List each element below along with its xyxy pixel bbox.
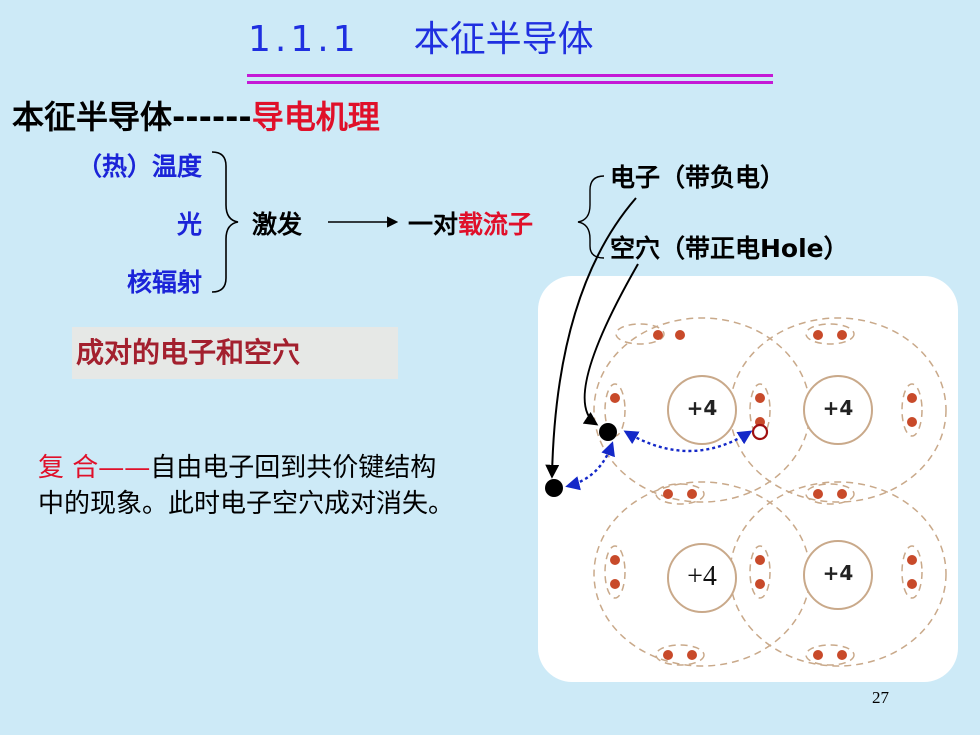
section-number: 1.1.1 — [248, 19, 360, 60]
page-number: 27 — [872, 688, 889, 707]
free-electron-2 — [545, 479, 563, 497]
atom-charge-1: +4 — [686, 396, 718, 420]
hole-marker — [751, 423, 769, 441]
section-heading: 本征半导体------导电机理 — [12, 92, 380, 138]
free-electron-1 — [599, 423, 617, 441]
lattice-bonds — [593, 317, 947, 667]
atom-bottom-left — [667, 543, 737, 613]
heading-highlight: 导电机理 — [251, 98, 380, 136]
atom-charge-4: +4 — [822, 561, 854, 585]
title-underline-top — [247, 74, 773, 77]
atom-charge-2: +4 — [822, 396, 854, 420]
recombination-term: 复 合 — [38, 453, 99, 483]
bond-electrons — [610, 330, 917, 660]
hole-pointer — [582, 263, 639, 426]
atom-charge-3: +4 — [687, 561, 717, 592]
carrier-pair-highlight: 载流子 — [458, 210, 534, 239]
recombination-dash: —— — [98, 453, 151, 483]
electron-pointer — [545, 197, 637, 479]
sources-brace — [211, 151, 239, 293]
source-radiation: 核辐射 — [126, 268, 202, 297]
electron-label: 电子（带负电） — [610, 163, 786, 192]
heading-main: 本征半导体------ — [12, 98, 252, 136]
hole-move-arrow — [623, 430, 753, 453]
atom-bottom-right — [803, 540, 873, 610]
title-text: 本征半导体 — [413, 19, 594, 60]
hole-label: 空穴（带正电Hole） — [610, 234, 849, 263]
source-light: 光 — [176, 210, 202, 239]
recombination-text: 复 合——自由电子回到共价键结构中的现象。此时电子空穴成对消失。 — [38, 450, 458, 522]
recombination-arrow — [565, 441, 615, 491]
carrier-pair-label: 一对载流子 — [408, 205, 533, 241]
pair-box: 成对的电子和空穴 — [72, 327, 398, 379]
recombination-description: 自由电子回到共价键结构中的现象。此时电子空穴成对消失。 — [38, 453, 455, 519]
carrier-pair-prefix: 一对 — [408, 210, 459, 239]
source-heat: （热）温度 — [76, 152, 202, 181]
title-underline-bottom — [247, 81, 773, 84]
atom-top-right — [803, 375, 873, 445]
slide-title: 1.1.1 本征半导体 — [248, 10, 594, 62]
carriers-brace — [577, 175, 605, 259]
excite-label: 激发 — [252, 210, 303, 239]
